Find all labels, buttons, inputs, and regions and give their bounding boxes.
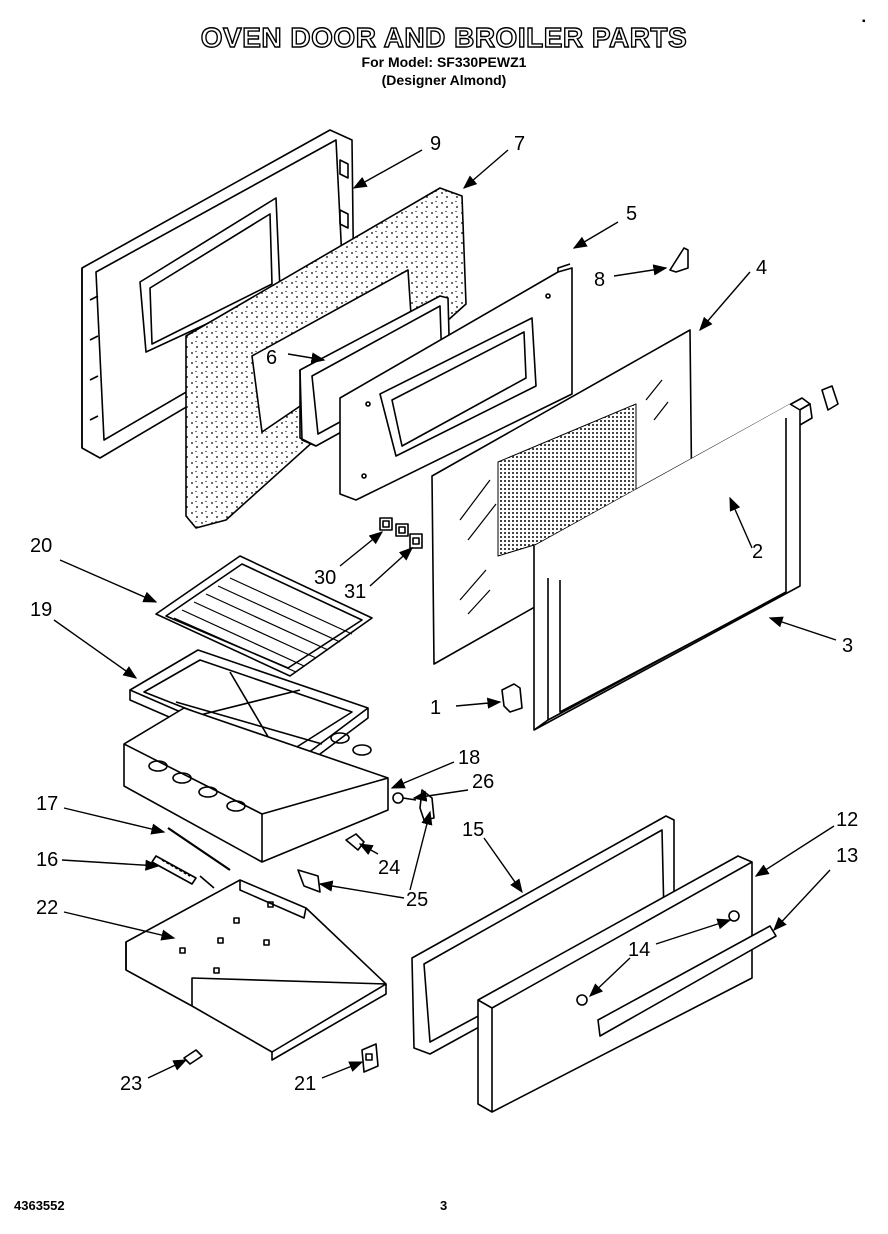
callout-21: 21 [294,1073,316,1095]
part-21-catch [361,1043,379,1073]
part-12-broiler-door-outer [477,855,753,1113]
part-26-screw [392,792,417,804]
callout-2: 2 [752,541,763,563]
page-title: OVEN DOOR AND BROILER PARTS [200,21,688,53]
part-13-handle [597,925,777,1037]
part-17-rod [167,827,231,871]
callout-5: 5 [626,203,637,225]
part-20-broiler-grid [155,555,373,677]
callout-18: 18 [458,747,480,769]
part-16-spring [151,855,215,889]
part-18-broiler-drawer [123,707,389,863]
callout-26: 26 [472,771,494,793]
corner-mark: ▪ [862,16,866,27]
callout-15: 15 [462,819,484,841]
callout-1: 1 [430,697,441,719]
callout-19: 19 [30,599,52,621]
callout-24: 24 [378,857,400,879]
callout-3: 3 [842,635,853,657]
part-31-bracket [409,533,423,549]
callout-25: 25 [406,889,428,911]
callout-4: 4 [756,257,767,279]
part-19-broiler-pan [129,649,369,773]
part-8-clip [669,247,689,273]
callout-31: 31 [344,581,366,603]
callout-20: 20 [30,535,52,557]
callout-8: 8 [594,269,605,291]
callout-30: 30 [314,567,336,589]
part-5-door-panel [339,263,573,501]
part-30-bracket [379,517,409,537]
part-22-drawer-bottom [125,879,387,1061]
callout-13: 13 [836,845,858,867]
callout-17: 17 [36,793,58,815]
part-14-grommet-upper [728,910,740,922]
callout-7: 7 [514,133,525,155]
callout-6: 6 [266,347,277,369]
part-25-upper-bracket [419,789,435,821]
part-1-clip [501,683,523,713]
part-3-door-frame [533,403,801,731]
callout-14: 14 [628,939,650,961]
part-23-bolt [183,1049,203,1065]
page-number: 3 [440,1198,448,1213]
callout-16: 16 [36,849,58,871]
part-14-grommet-lower [576,994,588,1006]
callout-leaders [53,149,837,1079]
model-line: For Model: SF330PEWZ1 [361,54,527,70]
part-24-clamp [345,833,365,851]
part-25-lower-bracket [297,869,321,893]
callout-23: 23 [120,1073,142,1095]
callout-22: 22 [36,897,58,919]
callout-12: 12 [836,809,858,831]
callout-9: 9 [430,133,441,155]
variant-line: (Designer Almond) [381,72,507,88]
document-number: 4363552 [14,1198,65,1213]
